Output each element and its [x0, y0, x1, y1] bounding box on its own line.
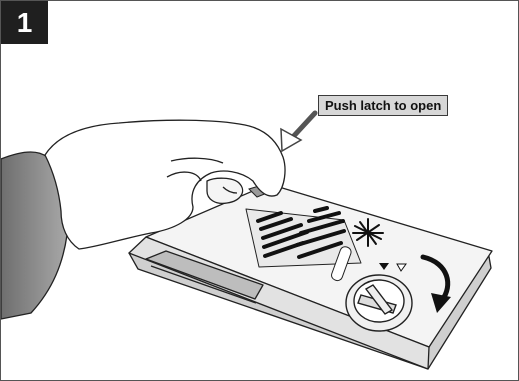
rinse-aid-dial-icon — [346, 275, 412, 331]
callout-label: Push latch to open — [318, 95, 448, 116]
pointer-arrow-icon — [281, 113, 315, 151]
step-number-badge: 1 — [1, 1, 48, 44]
